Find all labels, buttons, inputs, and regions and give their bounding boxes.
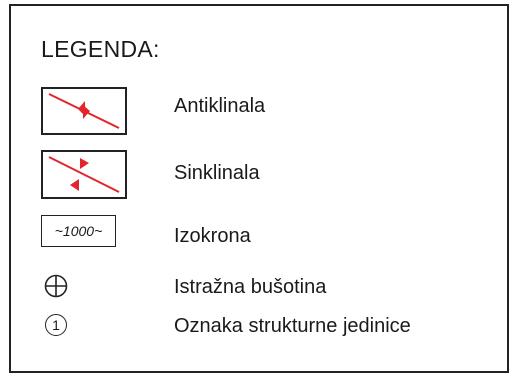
legend-title: LEGENDA: [41,36,160,62]
legend-frame: LEGENDA: Antiklinala Sinklinala ~1000~ I… [9,4,509,373]
exploration-well-symbol [44,274,68,298]
isochrone-symbol: ~1000~ [41,215,116,247]
syncline-icon [48,156,120,193]
isochrone-value: ~1000~ [54,223,103,239]
structural-unit-marker: 1 [45,314,67,336]
legend-label-exploration-well: Istražna bušotina [174,276,327,298]
legend-label-anticline: Antiklinala [174,95,266,117]
anticline-symbol [41,87,127,135]
anticline-icon [48,93,120,129]
legend-label-structural-unit: Oznaka strukturne jedinice [174,315,411,337]
structural-unit-number: 1 [52,317,60,333]
circle-plus-icon [44,274,68,298]
syncline-symbol [41,150,127,199]
legend-label-isochrone: Izokrona [174,225,251,247]
legend-label-syncline: Sinklinala [174,162,260,184]
